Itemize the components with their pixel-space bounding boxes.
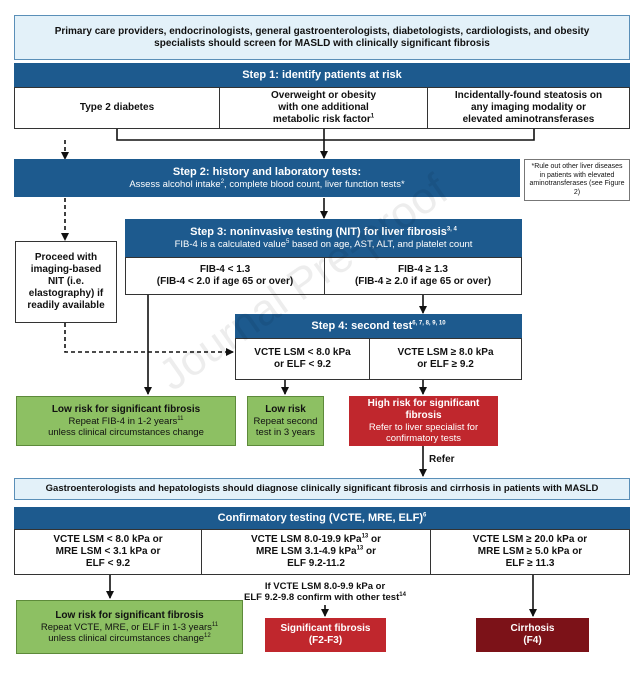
cirrhosis-l2: (F4) [523, 635, 542, 646]
step1-col2-text: Overweight or obesity with one additiona… [270, 90, 377, 125]
confirm-note-l1: If VCTE LSM 8.0-9.9 kPa or [264, 580, 386, 592]
step1-header: Step 1: identify patients at risk [14, 63, 630, 87]
fib4-high-l2: (FIB-4 ≥ 2.0 if age 65 or over) [354, 276, 492, 287]
confirm-note: If VCTE LSM 8.0-9.9 kPa or ELF 9.2-9.8 c… [222, 579, 428, 605]
sig-fibrosis-l1: Significant fibrosis [280, 623, 371, 634]
step2-title: Step 2: history and laboratory tests: [172, 165, 362, 178]
confirm-c2-l3: ELF 9.2-11.2 [287, 558, 345, 569]
step4-low-cell: VCTE LSM < 8.0 kPa or ELF < 9.2 [235, 338, 370, 380]
high-risk-l2: confirmatory tests [386, 433, 461, 444]
fib4-high-l1: FIB-4 ≥ 1.3 [398, 264, 448, 275]
confirm-c1-l2: MRE LSM < 3.1 kPa or [55, 546, 161, 557]
fib4-low-l2: (FIB-4 < 2.0 if age 65 or over) [156, 276, 294, 287]
screening-header: Primary care providers, endocrinologists… [14, 15, 630, 60]
fib4-low-l1: FIB-4 < 1.3 [199, 264, 251, 275]
fib4-high-cell: FIB-4 ≥ 1.3 (FIB-4 ≥ 2.0 if age 65 or ov… [324, 257, 522, 295]
dashed-imaging-to-step4 [64, 323, 234, 356]
significant-fibrosis-box: Significant fibrosis (F2-F3) [265, 618, 386, 652]
final-low-l1: Repeat VCTE, MRE, or ELF in 1-3 years11 [40, 621, 219, 633]
step4-header: Step 4: second test6, 7, 8, 9, 10 [235, 314, 522, 338]
high-risk-l1: Refer to liver specialist for [368, 421, 479, 433]
low-risk-fib4-title: Low risk for significant fibrosis [51, 403, 201, 415]
step1-col3-text: Incidentally-found steatosis on any imag… [454, 90, 603, 125]
confirm-header: Confirmatory testing (VCTE, MRE, ELF)6 [14, 507, 630, 529]
low-risk-second-title: Low risk [265, 403, 306, 415]
confirm-title: Confirmatory testing (VCTE, MRE, ELF)6 [217, 511, 427, 524]
low-risk-fib4-l1: Repeat FIB-4 in 1-2 years11 [68, 415, 184, 427]
rule-out-note-text: *Rule out other liver diseases in patien… [529, 163, 625, 196]
final-low-l2: unless clinical circumstances change12 [48, 632, 211, 644]
step4-low-l2: or ELF < 9.2 [274, 359, 331, 370]
step4-high-l2: or ELF ≥ 9.2 [417, 359, 474, 370]
imaging-nit-text: Proceed with imaging-based NIT (i.e. ela… [27, 252, 105, 311]
step1-col-obesity: Overweight or obesity with one additiona… [219, 87, 428, 129]
low-risk-second-box: Low risk Repeat second test in 3 years [247, 396, 324, 446]
final-low-title: Low risk for significant fibrosis [55, 609, 204, 621]
confirm-c2-l1: VCTE LSM 8.0-19.9 kPa13 or [250, 533, 382, 545]
confirm-c3-l2: MRE LSM ≥ 5.0 kPa or [477, 546, 583, 557]
step1-col-steatosis: Incidentally-found steatosis on any imag… [427, 87, 630, 129]
confirm-note-l2: ELF 9.2-9.8 confirm with other test14 [244, 591, 406, 603]
step3-header: Step 3: noninvasive testing (NIT) for li… [125, 219, 522, 257]
imaging-nit-box: Proceed with imaging-based NIT (i.e. ela… [15, 241, 117, 323]
step4-high-l1: VCTE LSM ≥ 8.0 kPa [397, 347, 494, 358]
confirm-c2-l2: MRE LSM 3.1-4.9 kPa13 or [255, 545, 377, 557]
low-risk-fib4-l2: unless clinical circumstances change [48, 427, 204, 438]
confirm-c1-l3: ELF < 9.2 [85, 558, 131, 569]
screening-header-text: Primary care providers, endocrinologists… [54, 25, 590, 49]
confirm-col-high: VCTE LSM ≥ 20.0 kPa or MRE LSM ≥ 5.0 kPa… [430, 529, 630, 575]
step3-title: Step 3: noninvasive testing (NIT) for li… [190, 225, 457, 238]
step4-high-cell: VCTE LSM ≥ 8.0 kPa or ELF ≥ 9.2 [369, 338, 522, 380]
step4-low-l1: VCTE LSM < 8.0 kPa [254, 347, 351, 358]
specialist-header: Gastroenterologists and hepatologists sh… [14, 478, 630, 500]
rule-out-note: *Rule out other liver diseases in patien… [524, 159, 630, 201]
step1-title: Step 1: identify patients at risk [242, 68, 402, 81]
step2-box: Step 2: history and laboratory tests: As… [14, 159, 520, 197]
refer-label: Refer [429, 454, 455, 465]
high-risk-box: High risk for significant fibrosis Refer… [349, 396, 498, 446]
step2-subtitle: Assess alcohol intake2, complete blood c… [129, 178, 405, 190]
cirrhosis-l1: Cirrhosis [510, 623, 555, 634]
fib4-low-cell: FIB-4 < 1.3 (FIB-4 < 2.0 if age 65 or ov… [125, 257, 325, 295]
confirm-c3-l1: VCTE LSM ≥ 20.0 kPa or [472, 534, 588, 545]
confirm-c3-l3: ELF ≥ 11.3 [505, 558, 555, 569]
low-risk-second-l1: Repeat second [253, 415, 318, 427]
step1-col1-text: Type 2 diabetes [79, 102, 155, 113]
step1-col-diabetes: Type 2 diabetes [14, 87, 220, 129]
low-risk-second-l2: test in 3 years [255, 427, 316, 438]
confirm-c1-l1: VCTE LSM < 8.0 kPa or [53, 534, 163, 545]
step1-bracket [116, 128, 535, 141]
confirm-col-mid: VCTE LSM 8.0-19.9 kPa13 or MRE LSM 3.1-4… [201, 529, 431, 575]
low-risk-fib4-box: Low risk for significant fibrosis Repeat… [16, 396, 236, 446]
specialist-header-text: Gastroenterologists and hepatologists sh… [45, 483, 599, 495]
confirm-col-low: VCTE LSM < 8.0 kPa or MRE LSM < 3.1 kPa … [14, 529, 202, 575]
step4-title: Step 4: second test6, 7, 8, 9, 10 [311, 319, 446, 332]
sig-fibrosis-l2: (F2-F3) [308, 635, 343, 646]
step3-subtitle: FIB-4 is a calculated value5 based on ag… [174, 238, 473, 250]
final-low-risk-box: Low risk for significant fibrosis Repeat… [16, 600, 243, 654]
cirrhosis-box: Cirrhosis (F4) [476, 618, 589, 652]
high-risk-title: High risk for significant fibrosis [367, 397, 480, 421]
